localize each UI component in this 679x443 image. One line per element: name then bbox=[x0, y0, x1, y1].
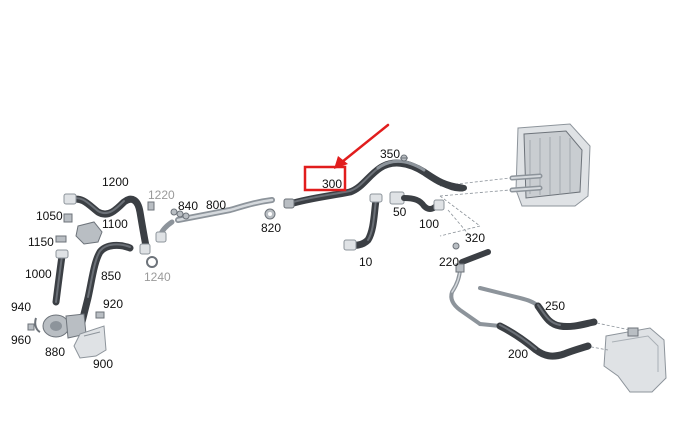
label-900: 900 bbox=[93, 357, 113, 371]
label-800: 800 bbox=[206, 198, 226, 212]
label-1050: 1050 bbox=[36, 209, 63, 223]
label-850: 850 bbox=[101, 269, 121, 283]
pipe-800 bbox=[155, 197, 275, 243]
label-100: 100 bbox=[419, 217, 439, 231]
label-300: 300 bbox=[322, 177, 342, 191]
label-250: 250 bbox=[545, 299, 565, 313]
clip-350 bbox=[400, 154, 408, 162]
hose-1200 bbox=[63, 193, 151, 255]
hose-250 bbox=[478, 286, 598, 330]
label-1200: 1200 bbox=[102, 175, 129, 189]
label-10: 10 bbox=[359, 255, 373, 269]
clips-840 bbox=[170, 208, 190, 220]
pipe-220 bbox=[449, 263, 482, 326]
label-1220: 1220 bbox=[148, 188, 175, 202]
pump-880 bbox=[42, 313, 87, 339]
part-1100 bbox=[75, 221, 103, 245]
hose-50-100 bbox=[389, 179, 467, 212]
part-960 bbox=[27, 323, 35, 331]
hose-300 bbox=[283, 159, 466, 209]
part-1150 bbox=[55, 235, 67, 243]
hose-1000 bbox=[52, 249, 69, 306]
label-220: 220 bbox=[439, 255, 459, 269]
part-920 bbox=[95, 311, 105, 319]
label-880: 880 bbox=[45, 345, 65, 359]
label-1000: 1000 bbox=[25, 267, 52, 281]
label-940: 940 bbox=[11, 300, 31, 314]
pipe-320 bbox=[452, 242, 491, 265]
label-320: 320 bbox=[465, 231, 485, 245]
part-1220 bbox=[147, 201, 155, 211]
label-840: 840 bbox=[178, 199, 198, 213]
hose-850 bbox=[78, 241, 134, 326]
heat-exchanger bbox=[509, 123, 591, 207]
label-920: 920 bbox=[103, 297, 123, 311]
label-1240: 1240 bbox=[144, 270, 171, 284]
expansion-tank bbox=[603, 327, 667, 393]
hose-200 bbox=[478, 322, 592, 360]
clamp-1240 bbox=[146, 256, 158, 268]
label-1100: 1100 bbox=[102, 217, 128, 231]
label-350: 350 bbox=[380, 147, 400, 161]
label-1150: 1150 bbox=[28, 235, 54, 249]
grommet-820 bbox=[264, 208, 276, 220]
part-1050 bbox=[63, 213, 73, 223]
label-960: 960 bbox=[11, 333, 31, 347]
label-50: 50 bbox=[393, 205, 407, 219]
highlight-box bbox=[303, 165, 347, 192]
label-200: 200 bbox=[508, 347, 528, 361]
label-820: 820 bbox=[261, 221, 281, 235]
part-940 bbox=[34, 317, 41, 333]
bracket-900 bbox=[73, 325, 107, 359]
highlight-arrow-icon bbox=[334, 123, 390, 169]
hose-10 bbox=[343, 193, 383, 251]
